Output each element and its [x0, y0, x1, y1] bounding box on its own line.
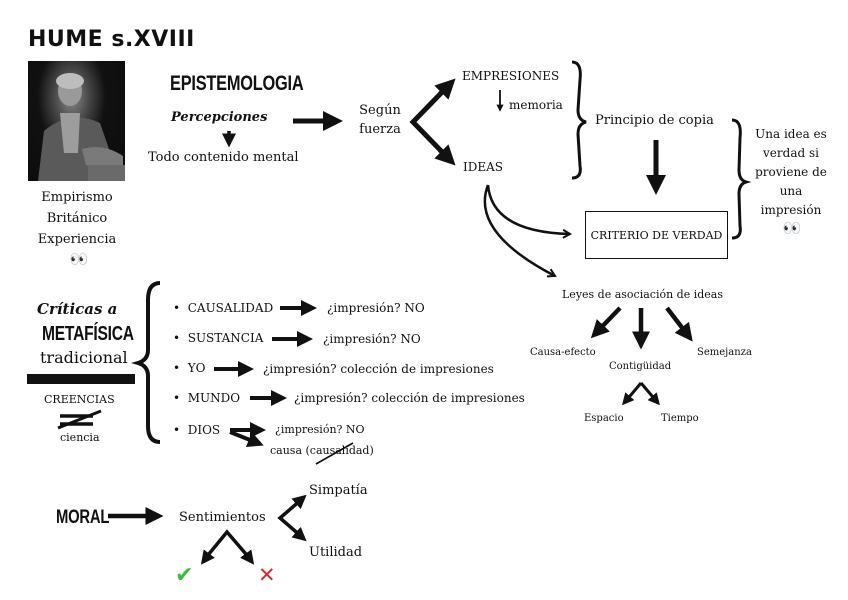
- verdad-line-4: una: [779, 184, 803, 198]
- item-label: DIOS: [187, 423, 221, 437]
- list-item-dios: • DIOS: [173, 423, 220, 437]
- espacio-label: Espacio: [584, 413, 624, 424]
- list-item-sustancia: • SUSTANCIA: [173, 331, 263, 345]
- criterio-verdad-label: CRITERIO DE VERDAD: [590, 229, 723, 242]
- cross-icon: ✕: [258, 563, 276, 587]
- arrow-to-empresiones: [434, 78, 456, 100]
- fork-sentimientos-right: [277, 497, 304, 539]
- arrow-to-check: [200, 549, 215, 565]
- moral-heading: MORAL: [56, 507, 110, 528]
- segun-label: Según: [359, 103, 401, 118]
- simpatia-label: Simpatía: [309, 483, 368, 498]
- page-title: HUME s.XVIII: [28, 27, 195, 52]
- leyes-asociacion-label: Leyes de asociación de ideas: [562, 288, 723, 301]
- fork-sentimientos-down: [202, 529, 253, 562]
- tiempo-label: Tiempo: [661, 413, 699, 424]
- label-experiencia: Experiencia: [37, 232, 117, 247]
- eyes-icon-2: 👀: [782, 219, 802, 237]
- not-equal-slash: [57, 409, 102, 430]
- item-label: YO: [187, 361, 206, 375]
- arrow-to-utilidad: [291, 526, 307, 542]
- causa-efecto-label: Causa-efecto: [530, 347, 596, 358]
- dios-result-2: causa (causalidad): [270, 444, 374, 457]
- bullet: •: [173, 361, 181, 375]
- arrow-to-simpatia: [291, 494, 307, 510]
- sentimientos-label: Sentimientos: [179, 510, 266, 525]
- item-label: SUSTANCIA: [187, 331, 264, 345]
- arrow-ideas-to-criterio: [486, 184, 570, 234]
- criticas-line1: Críticas a: [37, 300, 118, 318]
- creencias-label: CREENCIAS: [44, 393, 115, 406]
- verdad-line-1: Una idea es: [755, 127, 827, 141]
- yo-result: ¿impresión? colección de impresiones: [263, 362, 494, 376]
- memoria-label: memoria: [509, 98, 563, 112]
- dios-result: ¿impresión? NO: [275, 423, 365, 436]
- arrow-to-cross: [240, 549, 255, 565]
- empresiones-label: EMPRESIONES: [462, 69, 560, 83]
- fuerza-label: fuerza: [359, 122, 401, 137]
- principio-copia-label: Principio de copia: [595, 113, 714, 128]
- arrow-ideas-to-leyes: [483, 184, 555, 276]
- bullet: •: [173, 391, 181, 405]
- divider-bar: [27, 374, 135, 384]
- strike-causalidad: [315, 442, 354, 465]
- ciencia-label: ciencia: [60, 431, 100, 444]
- label-empirismo: Empirismo: [41, 190, 113, 205]
- eyes-icon: 👀: [69, 250, 89, 268]
- todo-contenido-label: Todo contenido mental: [148, 150, 299, 165]
- label-britanico: Británico: [46, 211, 108, 226]
- ideas-label: IDEAS: [463, 160, 504, 174]
- item-label: MUNDO: [187, 391, 241, 405]
- verdad-line-5: impresión: [760, 203, 822, 217]
- portrait-image: [28, 61, 125, 181]
- brace-principio: [571, 60, 587, 180]
- criticas-line2: METAFÍSICA: [42, 323, 134, 345]
- verdad-line-2: verdad si: [763, 146, 819, 160]
- fork-segun: [409, 84, 450, 160]
- criterio-verdad-box: [585, 211, 728, 259]
- arrow-to-causa-efecto: [590, 306, 622, 339]
- bullet: •: [173, 331, 181, 345]
- bullet: •: [173, 423, 181, 437]
- bullet: •: [173, 301, 181, 315]
- epistemologia-heading: EPISTEMOLOGIA: [170, 72, 304, 95]
- mundo-result: ¿impresión? colección de impresiones: [294, 391, 525, 405]
- check-icon: ✔: [175, 563, 194, 588]
- list-item-mundo: • MUNDO: [173, 391, 240, 405]
- arrow-to-espacio: [622, 382, 643, 406]
- causalidad-result: ¿impresión? NO: [327, 301, 425, 315]
- utilidad-label: Utilidad: [309, 545, 363, 560]
- brace-criticas: [131, 281, 161, 444]
- percepciones-label: Percepciones: [171, 110, 268, 125]
- sustancia-result: ¿impresión? NO: [323, 332, 421, 346]
- arrow-to-tiempo: [639, 382, 660, 406]
- arrow-to-ideas: [434, 144, 456, 166]
- semejanza-label: Semejanza: [697, 347, 752, 358]
- verdad-line-3: proviene de: [755, 165, 827, 179]
- brace-verdad: [731, 118, 752, 240]
- arrow-dios-2: [229, 430, 264, 447]
- list-item-causalidad: • CAUSALIDAD: [173, 301, 273, 315]
- list-item-yo: • YO: [173, 361, 205, 375]
- contiguidad-label: Contigüidad: [609, 361, 672, 372]
- item-label: CAUSALIDAD: [187, 301, 274, 315]
- arrow-to-semejanza: [665, 306, 693, 342]
- portrait-figure: [38, 73, 125, 181]
- criticas-line3: tradicional: [40, 348, 128, 367]
